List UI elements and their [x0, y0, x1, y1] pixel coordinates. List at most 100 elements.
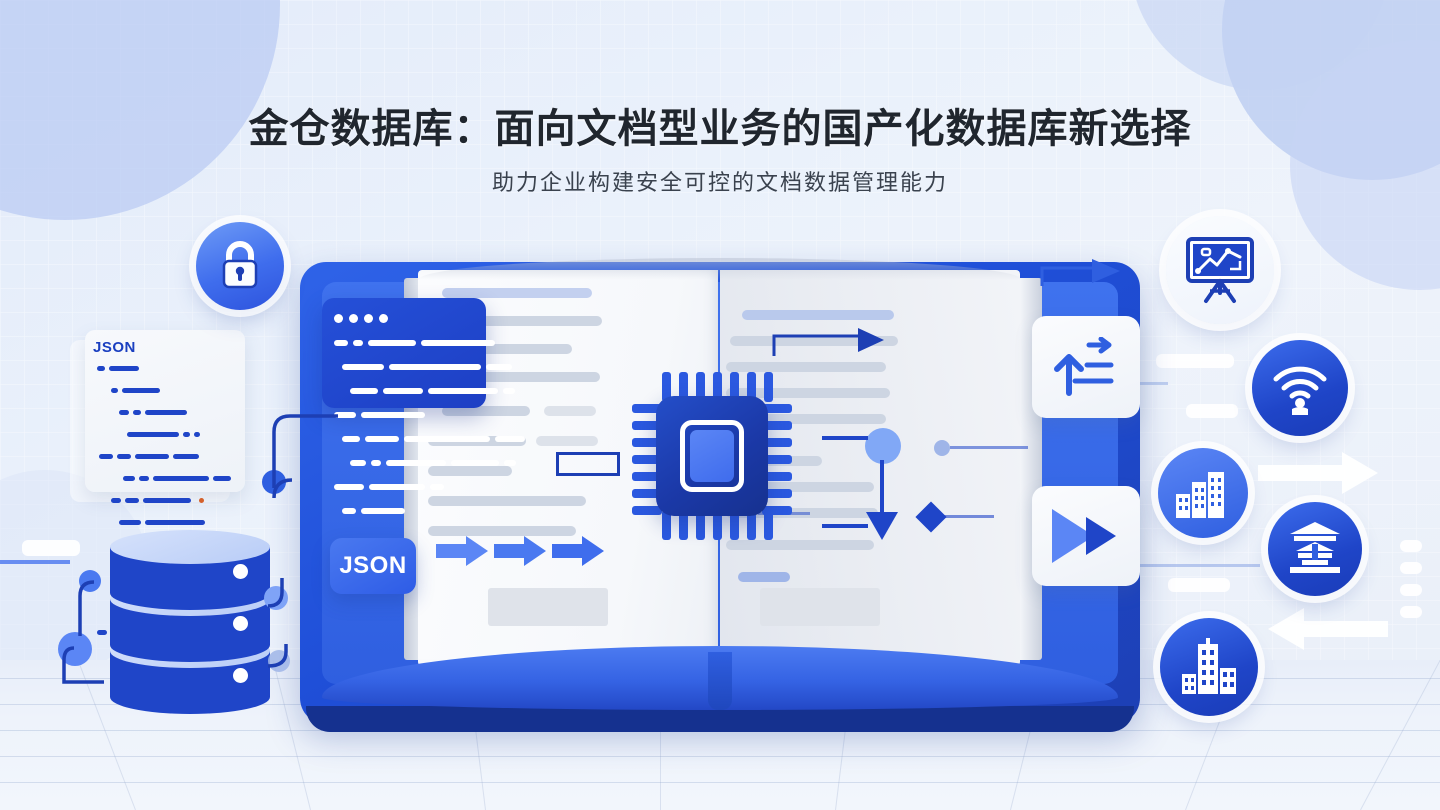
floor-line-h	[0, 756, 1440, 757]
page-text-line	[726, 362, 886, 372]
tall-buildings-icon[interactable]	[1160, 618, 1258, 716]
tall-buildings-glyph-icon	[1182, 638, 1236, 694]
page-text-line	[742, 310, 894, 320]
pagoda-glyph-icon	[1290, 522, 1340, 573]
code-line	[334, 334, 495, 352]
chip-pin	[762, 489, 792, 498]
chip-pin	[632, 489, 662, 498]
code-bar	[503, 387, 515, 394]
database-cylinder-icon[interactable]	[110, 526, 270, 714]
flow-dot	[934, 440, 950, 456]
chip-pin	[730, 510, 739, 540]
code-bar	[350, 459, 366, 466]
json-bar	[135, 454, 169, 460]
page-text-line	[442, 406, 530, 416]
code-bar	[353, 339, 363, 346]
code-bar	[421, 339, 495, 346]
code-bar	[342, 363, 384, 370]
page-text-line	[726, 388, 890, 398]
chip-pin	[713, 372, 722, 402]
chip-pin	[762, 455, 792, 464]
json-bar	[139, 476, 149, 482]
json-bar	[123, 476, 135, 482]
json-line	[93, 448, 237, 466]
page-text-line	[442, 316, 602, 326]
json-badge[interactable]: JSON	[330, 538, 416, 594]
page-text-line	[726, 482, 874, 492]
chip-ring	[680, 420, 744, 492]
pagoda-building-icon[interactable]	[1268, 502, 1362, 596]
code-window-dot	[334, 314, 343, 323]
chip-pin	[632, 421, 662, 430]
code-bar	[486, 363, 512, 370]
decor-white-bar	[1400, 562, 1422, 574]
flow-arrows-left-page	[436, 536, 604, 566]
code-bar	[386, 459, 446, 466]
json-bar	[194, 432, 200, 438]
flow-line-b	[880, 460, 884, 526]
json-code-card[interactable]: JSON	[85, 330, 245, 636]
chart-easel-icon[interactable]	[1166, 216, 1274, 324]
flow-line-f	[950, 446, 1028, 449]
cityscape-icon[interactable]	[1158, 448, 1248, 538]
code-line	[334, 382, 515, 400]
chip-pin	[679, 372, 688, 402]
page-text-line	[726, 540, 874, 550]
chip-pin	[747, 372, 756, 402]
page-text-line	[442, 344, 572, 354]
json-bar	[119, 520, 141, 526]
lock-icon[interactable]	[196, 222, 284, 310]
sort-transfer-card[interactable]	[1032, 316, 1140, 418]
json-bar	[143, 498, 191, 504]
chip-pin	[632, 472, 662, 481]
code-line	[334, 358, 512, 376]
code-line	[334, 430, 525, 448]
json-bar	[133, 410, 141, 416]
json-line	[93, 382, 237, 400]
white-arrow-left-icon	[1268, 608, 1388, 650]
code-bar	[350, 387, 378, 394]
chip-pin	[696, 510, 705, 540]
page-text-line	[428, 496, 586, 506]
json-bar	[145, 410, 187, 416]
floor-line-diagonal	[1360, 660, 1440, 810]
flow-node-circle	[865, 428, 901, 464]
decor-white-bar	[22, 540, 80, 556]
db-wires	[62, 478, 293, 684]
json-bar	[111, 498, 121, 504]
flow-line-c	[822, 524, 868, 528]
chip-pin	[762, 421, 792, 430]
code-bar	[368, 339, 416, 346]
code-bar	[334, 483, 364, 490]
code-window-dot	[379, 314, 388, 323]
json-bar	[122, 388, 160, 394]
sort-transfer-icon	[1054, 337, 1114, 396]
code-bar	[504, 459, 516, 466]
decor-white-bar	[1400, 606, 1422, 618]
page-text-line	[730, 336, 898, 346]
code-bar	[365, 435, 399, 442]
code-window-icon[interactable]	[322, 298, 525, 514]
page-text-line	[428, 466, 512, 476]
json-bar	[97, 630, 107, 636]
chip-pin	[632, 455, 662, 464]
lock-glyph-icon	[222, 241, 258, 289]
json-bar	[153, 476, 209, 482]
book-cover-edge	[306, 706, 1134, 732]
code-bar	[342, 435, 360, 442]
play-forward-card[interactable]	[1032, 486, 1140, 586]
json-line	[93, 514, 237, 532]
code-bar	[430, 483, 444, 490]
json-line	[93, 492, 237, 510]
wifi-broadcast-icon[interactable]	[1252, 340, 1348, 436]
code-bar	[371, 459, 381, 466]
book-page-top-curve	[418, 258, 1022, 280]
code-bar	[389, 363, 481, 370]
json-bar	[183, 432, 190, 438]
chip-pin	[762, 506, 792, 515]
page-block	[488, 588, 608, 626]
json-accent-dot	[199, 498, 204, 504]
white-arrow-right-icon	[1258, 452, 1378, 494]
database-disc-top	[110, 530, 270, 610]
decor-white-bar	[1400, 540, 1422, 552]
